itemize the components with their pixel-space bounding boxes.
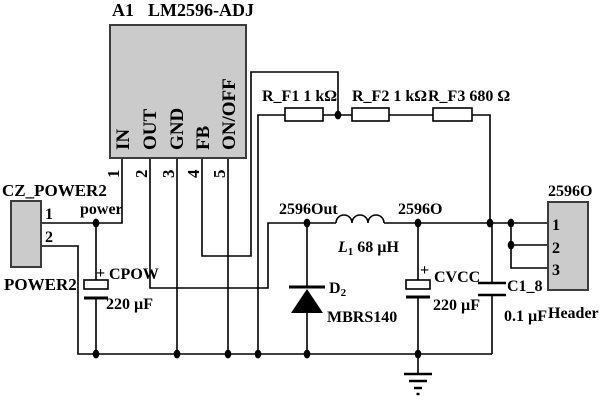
junction-dot <box>414 218 422 228</box>
junction-dot <box>173 349 181 359</box>
diode-part-label: MBRS140 <box>327 309 397 326</box>
header-pin2-label: 2 <box>552 240 560 257</box>
diode-triangle <box>291 289 323 313</box>
rf2-body <box>351 107 390 122</box>
input-connector-power2: CZ_POWER2 POWER2 1 2 <box>2 181 107 294</box>
inductor-ref: L <box>337 239 348 256</box>
ic-designator-label: A1 <box>112 0 134 20</box>
ic-pin-num-1: 1 <box>104 170 123 179</box>
header-net-label: 2596O <box>548 183 592 200</box>
inductor-coil <box>335 214 385 224</box>
junction-dot <box>414 349 422 359</box>
net-label-2596out: 2596Out <box>279 201 338 218</box>
wires <box>42 71 548 374</box>
junction-dot <box>507 218 515 228</box>
rf3-body <box>432 107 473 122</box>
junction-dot <box>254 349 262 359</box>
wire-in-power <box>42 158 123 224</box>
capacitor-cvcc: + CVCC 220 µF <box>405 262 480 314</box>
capacitor-cpow: + CPOW 220 µF <box>83 265 159 313</box>
ic-pin-num-3: 3 <box>159 170 178 179</box>
c18-name-label: C1_8 <box>507 278 543 295</box>
diode-d2: D2 MBRS140 <box>289 280 397 326</box>
rf2-label: R_F2 1 kΩ <box>352 88 427 105</box>
junction-dot <box>303 218 311 228</box>
inductor-sub: 1 <box>348 246 354 258</box>
cpow-value-label: 220 µF <box>106 296 153 313</box>
c18-value-label: 0.1 µF <box>504 308 547 325</box>
power2-name-label: POWER2 <box>4 275 77 294</box>
power2-pin2-label: 2 <box>45 229 53 246</box>
diode-ref-label: D2 <box>329 280 347 299</box>
cvcc-value-label: 220 µF <box>433 297 480 314</box>
cpow-name-label: CPOW <box>109 266 159 283</box>
ic-lm2596: A1 LM2596-ADJ IN OUT GND FB ON/OFF 1 2 3… <box>104 0 254 178</box>
diode-sub: 2 <box>341 287 347 299</box>
cpow-plus-sign: + <box>96 265 105 282</box>
cpow-plate-top <box>83 279 109 290</box>
rf3-label: R_F3 680 Ω <box>428 88 510 105</box>
header-name-label: Header 3 <box>548 305 600 322</box>
rf1-body <box>284 107 324 122</box>
capacitor-c18: C1_8 0.1 µF <box>478 278 547 325</box>
ic-pin-name-in: IN <box>113 129 134 150</box>
junction-dot <box>92 218 100 228</box>
wire-out-to-switch-node <box>149 158 336 289</box>
junction-dot <box>507 240 515 250</box>
ic-pin-names: IN OUT GND FB ON/OFF <box>113 78 240 150</box>
header-pin1-label: 1 <box>552 217 560 234</box>
resistor-rf2: R_F2 1 kΩ <box>351 88 427 122</box>
ic-pin-name-out: OUT <box>140 109 161 151</box>
wire-header-pins <box>510 223 548 269</box>
header-pin3-label: 3 <box>552 262 560 279</box>
ic-part-label: LM2596-ADJ <box>148 0 254 20</box>
output-header: 2596O Header 3 1 2 3 <box>547 183 600 322</box>
junction-dot <box>303 349 311 359</box>
rf1-label: R_F1 1 kΩ <box>262 88 337 105</box>
resistor-rf1: R_F1 1 kΩ <box>262 88 337 122</box>
power2-pin1-label: 1 <box>45 206 53 223</box>
inductor-value: 68 µH <box>357 239 399 256</box>
header-body <box>547 201 589 291</box>
resistor-rf3: R_F3 680 Ω <box>428 88 510 122</box>
cvcc-name-label: CVCC <box>434 269 480 286</box>
wire-fb-feedback <box>201 71 339 257</box>
net-label-power: power <box>80 201 123 218</box>
ic-pin-num-4: 4 <box>184 169 203 178</box>
junction-dots <box>92 110 515 359</box>
cvcc-plus-sign: + <box>420 262 429 279</box>
net-label-2596o: 2596O <box>398 201 442 218</box>
junction-dot <box>224 349 232 359</box>
ic-body <box>109 24 247 159</box>
junction-dot <box>334 110 342 120</box>
power2-body <box>10 200 42 268</box>
ground-symbol-icon <box>404 372 432 396</box>
ic-pin-name-gnd: GND <box>167 108 188 150</box>
wire-ground-rail <box>42 245 492 355</box>
ic-pin-num-5: 5 <box>210 170 229 179</box>
ic-pin-name-onoff: ON/OFF <box>219 78 240 150</box>
ic-pin-name-fb: FB <box>193 125 214 150</box>
cvcc-plate-top <box>405 279 431 290</box>
ic-pin-numbers: 1 2 3 4 5 <box>104 169 229 178</box>
diode-ref: D <box>329 280 341 297</box>
power2-title-label: CZ_POWER2 <box>2 181 107 200</box>
junction-dot <box>92 349 100 359</box>
ic-pin-num-2: 2 <box>132 170 151 179</box>
junction-dot <box>486 218 494 228</box>
